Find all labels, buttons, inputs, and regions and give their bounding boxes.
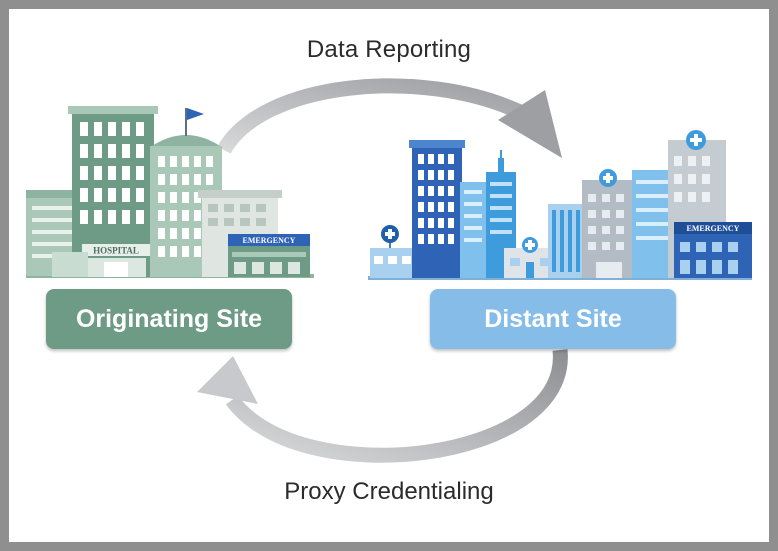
proxy-credentialing-label: Proxy Credentialing (284, 478, 494, 505)
proxy-credentialing-arrow (197, 349, 568, 463)
hospital-sign: HOSPITAL (93, 246, 139, 256)
originating-site-label: Originating Site (75, 304, 263, 333)
emergency-sign-distant: EMERGENCY (687, 224, 740, 233)
distant-site-label: Distant Site (484, 304, 622, 333)
distant-site-box: Distant Site (430, 289, 676, 349)
data-reporting-arrow (217, 78, 562, 158)
data-reporting-label: Data Reporting (306, 36, 472, 63)
distant-site-buildings: EMERGENCY (368, 130, 752, 280)
flag-icon (187, 108, 204, 120)
emergency-sign-originating: EMERGENCY (243, 236, 296, 245)
originating-site-buildings: HOSPITAL EMERGENCY (26, 106, 314, 278)
originating-site-box: Originating Site (46, 289, 292, 349)
